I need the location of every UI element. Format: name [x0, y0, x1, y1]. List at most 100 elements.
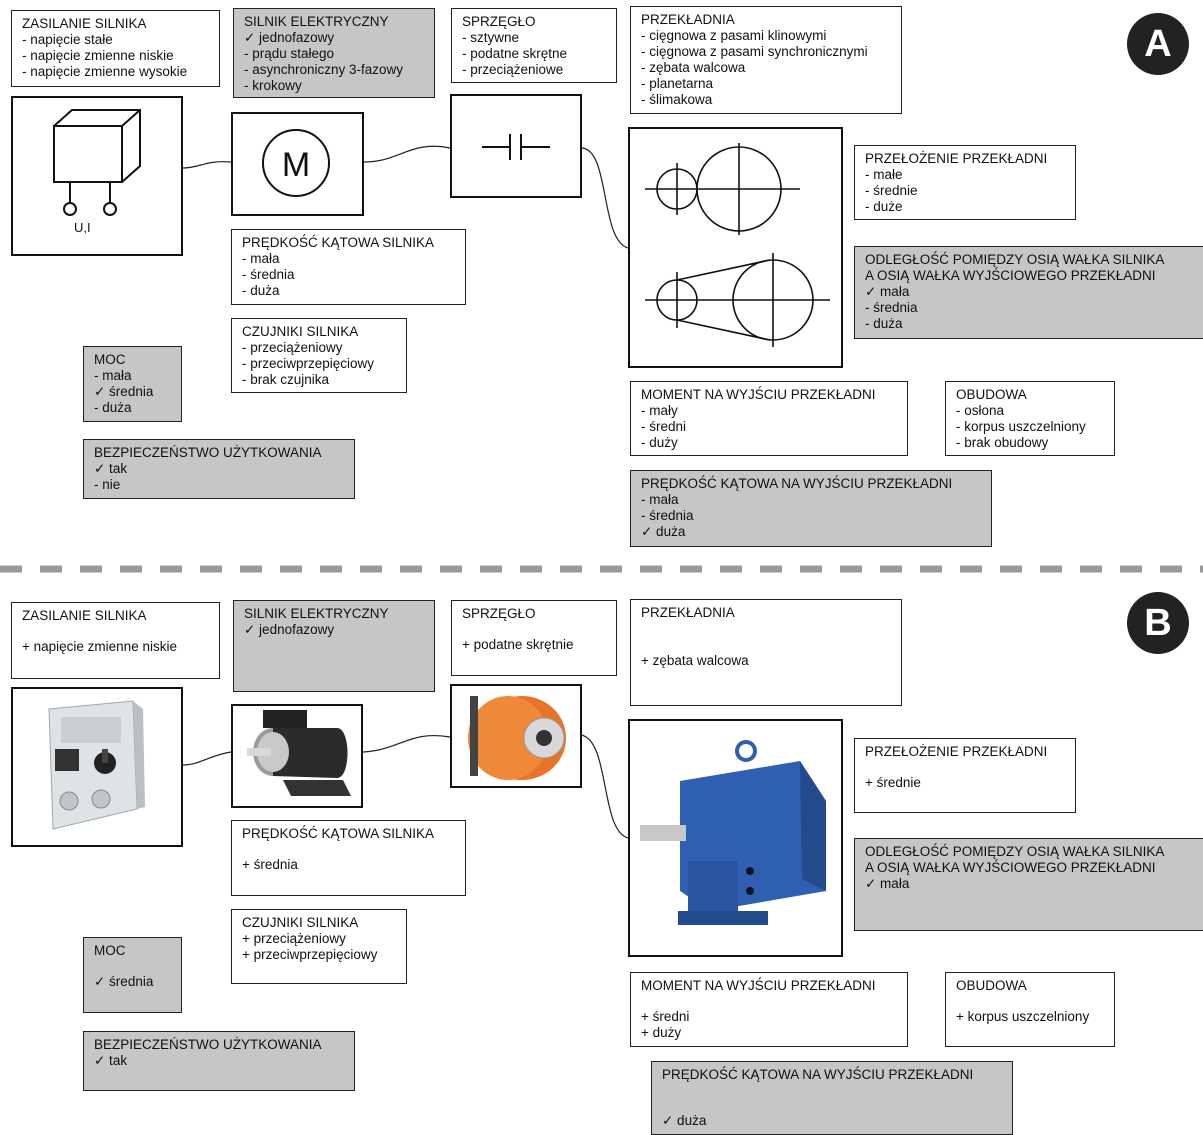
a-sensors-item: - przeciążeniowy — [242, 340, 343, 355]
a-safety-title: BEZPIECZEŃSTWO UŻYTKOWANIA — [94, 445, 322, 460]
a-power-rating-item: - mała — [94, 368, 132, 383]
a-distance-item: - średnia — [865, 300, 918, 315]
b-distance-item: ✓ mała — [865, 876, 910, 891]
a-power-item: - napięcie stałe — [22, 32, 113, 47]
a-ratio-item: - małe — [865, 167, 903, 182]
a-out-speed-title: PRĘDKOŚĆ KĄTOWA NA WYJŚCIU PRZEKŁADNI — [641, 476, 953, 491]
a-motor-speed-box: PRĘDKOŚĆ KĄTOWA SILNIKA - mała - średnia… — [231, 229, 466, 305]
b-safety-item: ✓ tak — [94, 1053, 128, 1068]
b-coupling-box: SPRZĘGŁO + podatne skrętnie — [451, 600, 617, 676]
a-torque-item: - mały — [641, 403, 678, 418]
a-gearbox-item: - cięgnowa z pasami synchronicznymi — [641, 44, 868, 59]
a-torque-item: - duży — [641, 435, 678, 450]
a-ratio-box: PRZEŁOŻENIE PRZEKŁADNI - małe - średnie … — [854, 145, 1076, 220]
b-torque-item: + duży — [641, 1025, 682, 1040]
motor-m-icon: M — [262, 129, 330, 197]
b-safety-title: BEZPIECZEŃSTWO UŻYTKOWANIA — [94, 1037, 322, 1052]
a-gearbox-item: - ślimakowa — [641, 92, 713, 107]
a-sensors-box: CZUJNIKI SILNIKA - przeciążeniowy - prze… — [231, 318, 407, 393]
helical-gearbox-icon — [640, 740, 826, 925]
a-torque-item: - średni — [641, 419, 687, 434]
a-wire-2 — [363, 145, 451, 163]
a-coupling-item: - podatne skrętne — [462, 46, 568, 61]
a-motor-speed-item: - średnia — [242, 267, 295, 282]
a-torque-title: MOMENT NA WYJŚCIU PRZEKŁADNI — [641, 387, 876, 402]
a-out-speed-box: PRĘDKOŚĆ KĄTOWA NA WYJŚCIU PRZEKŁADNI - … — [630, 470, 992, 547]
electrical-box-icon — [53, 109, 141, 216]
a-safety-item: - nie — [94, 477, 121, 492]
a-housing-item: - brak obudowy — [956, 435, 1049, 450]
a-sensors-title: CZUJNIKI SILNIKA — [242, 324, 359, 339]
a-power-supply-frame — [11, 96, 183, 256]
a-motor-item: - asynchroniczny 3-fazowy — [244, 62, 404, 77]
a-motor-box: SILNIK ELEKTRYCZNY ✓ jednofazowy - prądu… — [233, 8, 435, 98]
b-distance-title: ODLEGŁOŚĆ POMIĘDZY OSIĄ WAŁKA SILNIKA — [865, 844, 1165, 859]
electric-motor-icon — [247, 710, 351, 796]
a-distance-item: ✓ mała — [865, 284, 910, 299]
a-motor-item: - prądu stałego — [244, 46, 335, 61]
b-sensors-item: + przeciwprzepięciowy — [242, 947, 378, 962]
b-wire-1 — [182, 751, 232, 766]
b-out-speed-box: PRĘDKOŚĆ KĄTOWA NA WYJŚCIU PRZEKŁADNI ✓ … — [651, 1061, 1013, 1135]
a-motor-speed-item: - duża — [242, 283, 280, 298]
b-out-speed-item: ✓ duża — [662, 1113, 707, 1128]
b-gearbox-title: PRZEKŁADNIA — [641, 605, 735, 620]
section-b-badge: B — [1127, 592, 1189, 654]
a-torque-box: MOMENT NA WYJŚCIU PRZEKŁADNI - mały - śr… — [630, 381, 908, 456]
a-gearbox-box: PRZEKŁADNIA - cięgnowa z pasami klinowym… — [630, 6, 902, 114]
b-power-rating-box: MOC ✓ średnia — [83, 937, 182, 1013]
controller-unit-icon — [48, 700, 145, 830]
a-sensors-item: - brak czujnika — [242, 372, 330, 387]
b-sensors-item: + przeciążeniowy — [242, 931, 346, 946]
a-housing-item: - korpus uszczelniony — [956, 419, 1086, 434]
b-motor-photo-frame — [231, 704, 363, 808]
a-coupling-item: - przeciążeniowe — [462, 62, 564, 77]
a-motor-item: - krokowy — [244, 78, 302, 93]
a-power-rating-title: MOC — [94, 352, 126, 367]
a-safety-item: ✓ tak — [94, 461, 128, 476]
a-gearbox-frame — [628, 127, 843, 368]
a-power-title: ZASILANIE SILNIKA — [22, 16, 147, 31]
a-distance-title-line2: A OSIĄ WAŁKA WYJŚCIOWEGO PRZEKŁADNI — [865, 268, 1156, 283]
b-coupling-item: + podatne skrętnie — [462, 637, 574, 652]
a-gearbox-item: - cięgnowa z pasami klinowymi — [641, 28, 827, 43]
b-controller-photo-frame — [11, 687, 183, 847]
b-power-rating-item: ✓ średnia — [94, 974, 154, 989]
terminals-label: U,I — [74, 220, 91, 235]
b-power-item: + napięcie zmienne niskie — [22, 639, 177, 654]
b-gearbox-photo-frame — [628, 719, 843, 957]
a-gearbox-item: - planetarna — [641, 76, 714, 91]
b-gearbox-item: + zębata walcowa — [641, 653, 749, 668]
a-out-speed-item: - mała — [641, 492, 679, 507]
b-safety-box: BEZPIECZEŃSTWO UŻYTKOWANIA ✓ tak — [83, 1031, 355, 1091]
b-sensors-box: CZUJNIKI SILNIKA + przeciążeniowy + prze… — [231, 909, 407, 984]
a-power-rating-item: ✓ średnia — [94, 384, 154, 399]
b-wire-3 — [580, 734, 629, 839]
b-motor-item: ✓ jednofazowy — [244, 622, 335, 637]
b-torque-item: + średni — [641, 1009, 690, 1024]
coupling-symbol-icon — [482, 134, 550, 160]
gear-pair-icon — [645, 143, 800, 235]
b-distance-box: ODLEGŁOŚĆ POMIĘDZY OSIĄ WAŁKA SILNIKA A … — [854, 838, 1203, 931]
b-ratio-box: PRZEŁOŻENIE PRZEKŁADNI + średnie — [854, 738, 1076, 813]
a-coupling-box: SPRZĘGŁO - sztywne - podatne skrętne - p… — [451, 8, 617, 83]
b-power-rating-title: MOC — [94, 943, 126, 958]
b-power-box: ZASILANIE SILNIKA + napięcie zmienne nis… — [11, 602, 220, 679]
b-housing-box: OBUDOWA + korpus uszczelniony — [945, 972, 1115, 1047]
a-motor-frame — [231, 112, 364, 216]
b-torque-box: MOMENT NA WYJŚCIU PRZEKŁADNI + średni + … — [630, 972, 908, 1047]
a-power-rating-box: MOC - mała ✓ średnia - duża — [83, 346, 182, 422]
a-motor-speed-item: - mała — [242, 251, 280, 266]
b-housing-title: OBUDOWA — [956, 978, 1027, 993]
a-coupling-frame — [450, 94, 582, 198]
b-distance-title-line2: A OSIĄ WAŁKA WYJŚCIOWEGO PRZEKŁADNI — [865, 860, 1156, 875]
a-gearbox-title: PRZEKŁADNIA — [641, 12, 735, 27]
a-distance-title: ODLEGŁOŚĆ POMIĘDZY OSIĄ WAŁKA SILNIKA — [865, 252, 1165, 267]
a-safety-box: BEZPIECZEŃSTWO UŻYTKOWANIA ✓ tak - nie — [83, 439, 355, 499]
a-ratio-title: PRZEŁOŻENIE PRZEKŁADNI — [865, 151, 1048, 166]
b-motor-title: SILNIK ELEKTRYCZNY — [244, 606, 389, 621]
a-housing-item: - osłona — [956, 403, 1005, 418]
flexible-coupling-icon — [468, 696, 566, 780]
a-coupling-item: - sztywne — [462, 30, 520, 45]
